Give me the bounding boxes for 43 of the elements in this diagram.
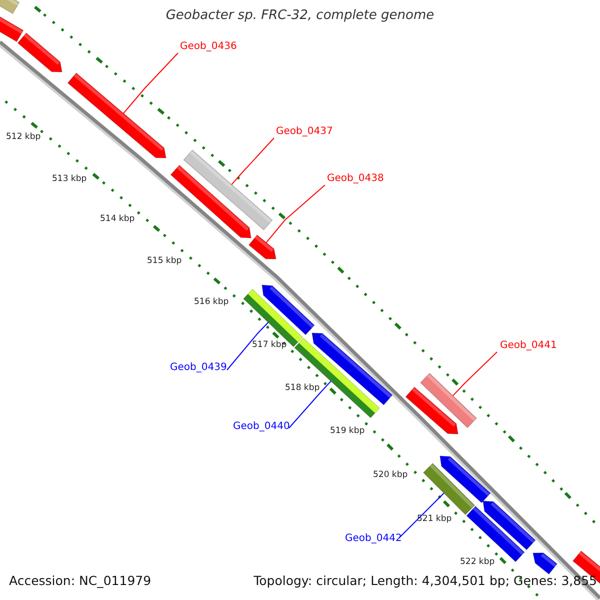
gene-label: Geob_0438: [327, 173, 384, 184]
gene-bar: [243, 288, 303, 348]
gene-block: [482, 500, 536, 550]
gene-label: Geob_0440: [233, 421, 290, 432]
scale-label: 522 kbp: [460, 558, 495, 568]
leader-line: [288, 380, 332, 428]
scale-label: 515 kbp: [147, 257, 182, 267]
genome-info: Topology: circular; Length: 4,304,501 bp; Genes: 3,855: [254, 574, 597, 588]
gene-label: Geob_0439: [170, 362, 227, 374]
gene-block: [405, 386, 458, 434]
gene-block: [440, 456, 491, 504]
gene-block: [248, 234, 276, 260]
leader-line: [123, 52, 178, 114]
scale-label: 518 kbp: [285, 384, 320, 394]
gene-label: Geob_0441: [500, 340, 557, 352]
leader-line: [226, 322, 269, 370]
leader-line: [452, 352, 498, 396]
gene-label: Geob_0442: [345, 533, 402, 544]
leader-line: [398, 492, 444, 538]
scale-label: 520 kbp: [373, 471, 408, 481]
gene-block: [170, 164, 252, 238]
leader-line: [266, 184, 326, 244]
scale-label: 516 kbp: [194, 298, 229, 308]
scale-label: 519 kbp: [330, 427, 365, 437]
gene-label: Geob_0436: [180, 41, 237, 52]
scale-label: 512 kbp: [6, 133, 41, 143]
title: Geobacter sp. FRC-32, complete genome: [164, 9, 436, 24]
gene-block: [532, 552, 558, 575]
gene-block: [262, 284, 315, 336]
scale-label: 513 kbp: [52, 175, 87, 185]
gene-block: [17, 32, 62, 72]
gene-bar: [0, 0, 20, 14]
scale-label: 521 kbp: [417, 515, 452, 525]
gene-bar: [420, 372, 477, 428]
gene-label: Geob_0437: [276, 126, 333, 138]
gene-bar: [0, 16, 24, 42]
gene-bar: [183, 150, 273, 230]
accession-text: Accession: NC_011979: [9, 574, 152, 588]
gene-bar: [422, 462, 476, 516]
scale-label: 514 kbp: [100, 215, 135, 225]
gene-block: [67, 72, 166, 158]
scale-label: 517 kbp: [252, 341, 287, 351]
leader-line: [231, 138, 274, 186]
